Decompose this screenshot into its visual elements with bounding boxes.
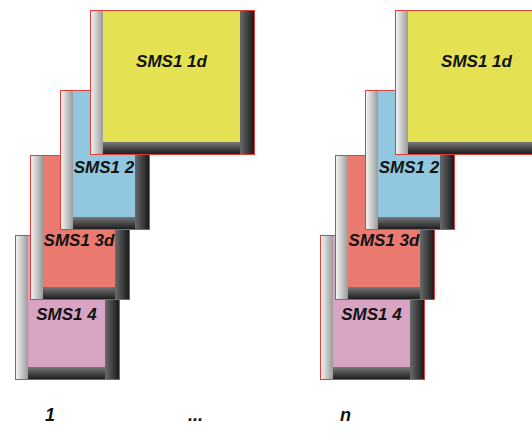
box-4-label: SMS1 4 [28,304,105,325]
box-1d-label: SMS1 1d [103,51,240,72]
box-4-label: SMS1 4 [333,304,410,325]
box-1d-label: SMS1 1d [408,51,532,72]
box-3d-label: SMS1 3d [43,230,115,251]
box-2-label: SMS1 2 [378,157,440,178]
box-2-label: SMS1 2 [73,157,135,178]
box-3d-label: SMS1 3d [348,230,420,251]
stack-index-label: 1 [45,405,55,426]
stack-box: SMS1 1d [395,10,532,155]
stack-index-label: n [340,405,351,426]
stack-index-label: ... [188,405,203,426]
stack-box: SMS1 1d [90,10,255,155]
